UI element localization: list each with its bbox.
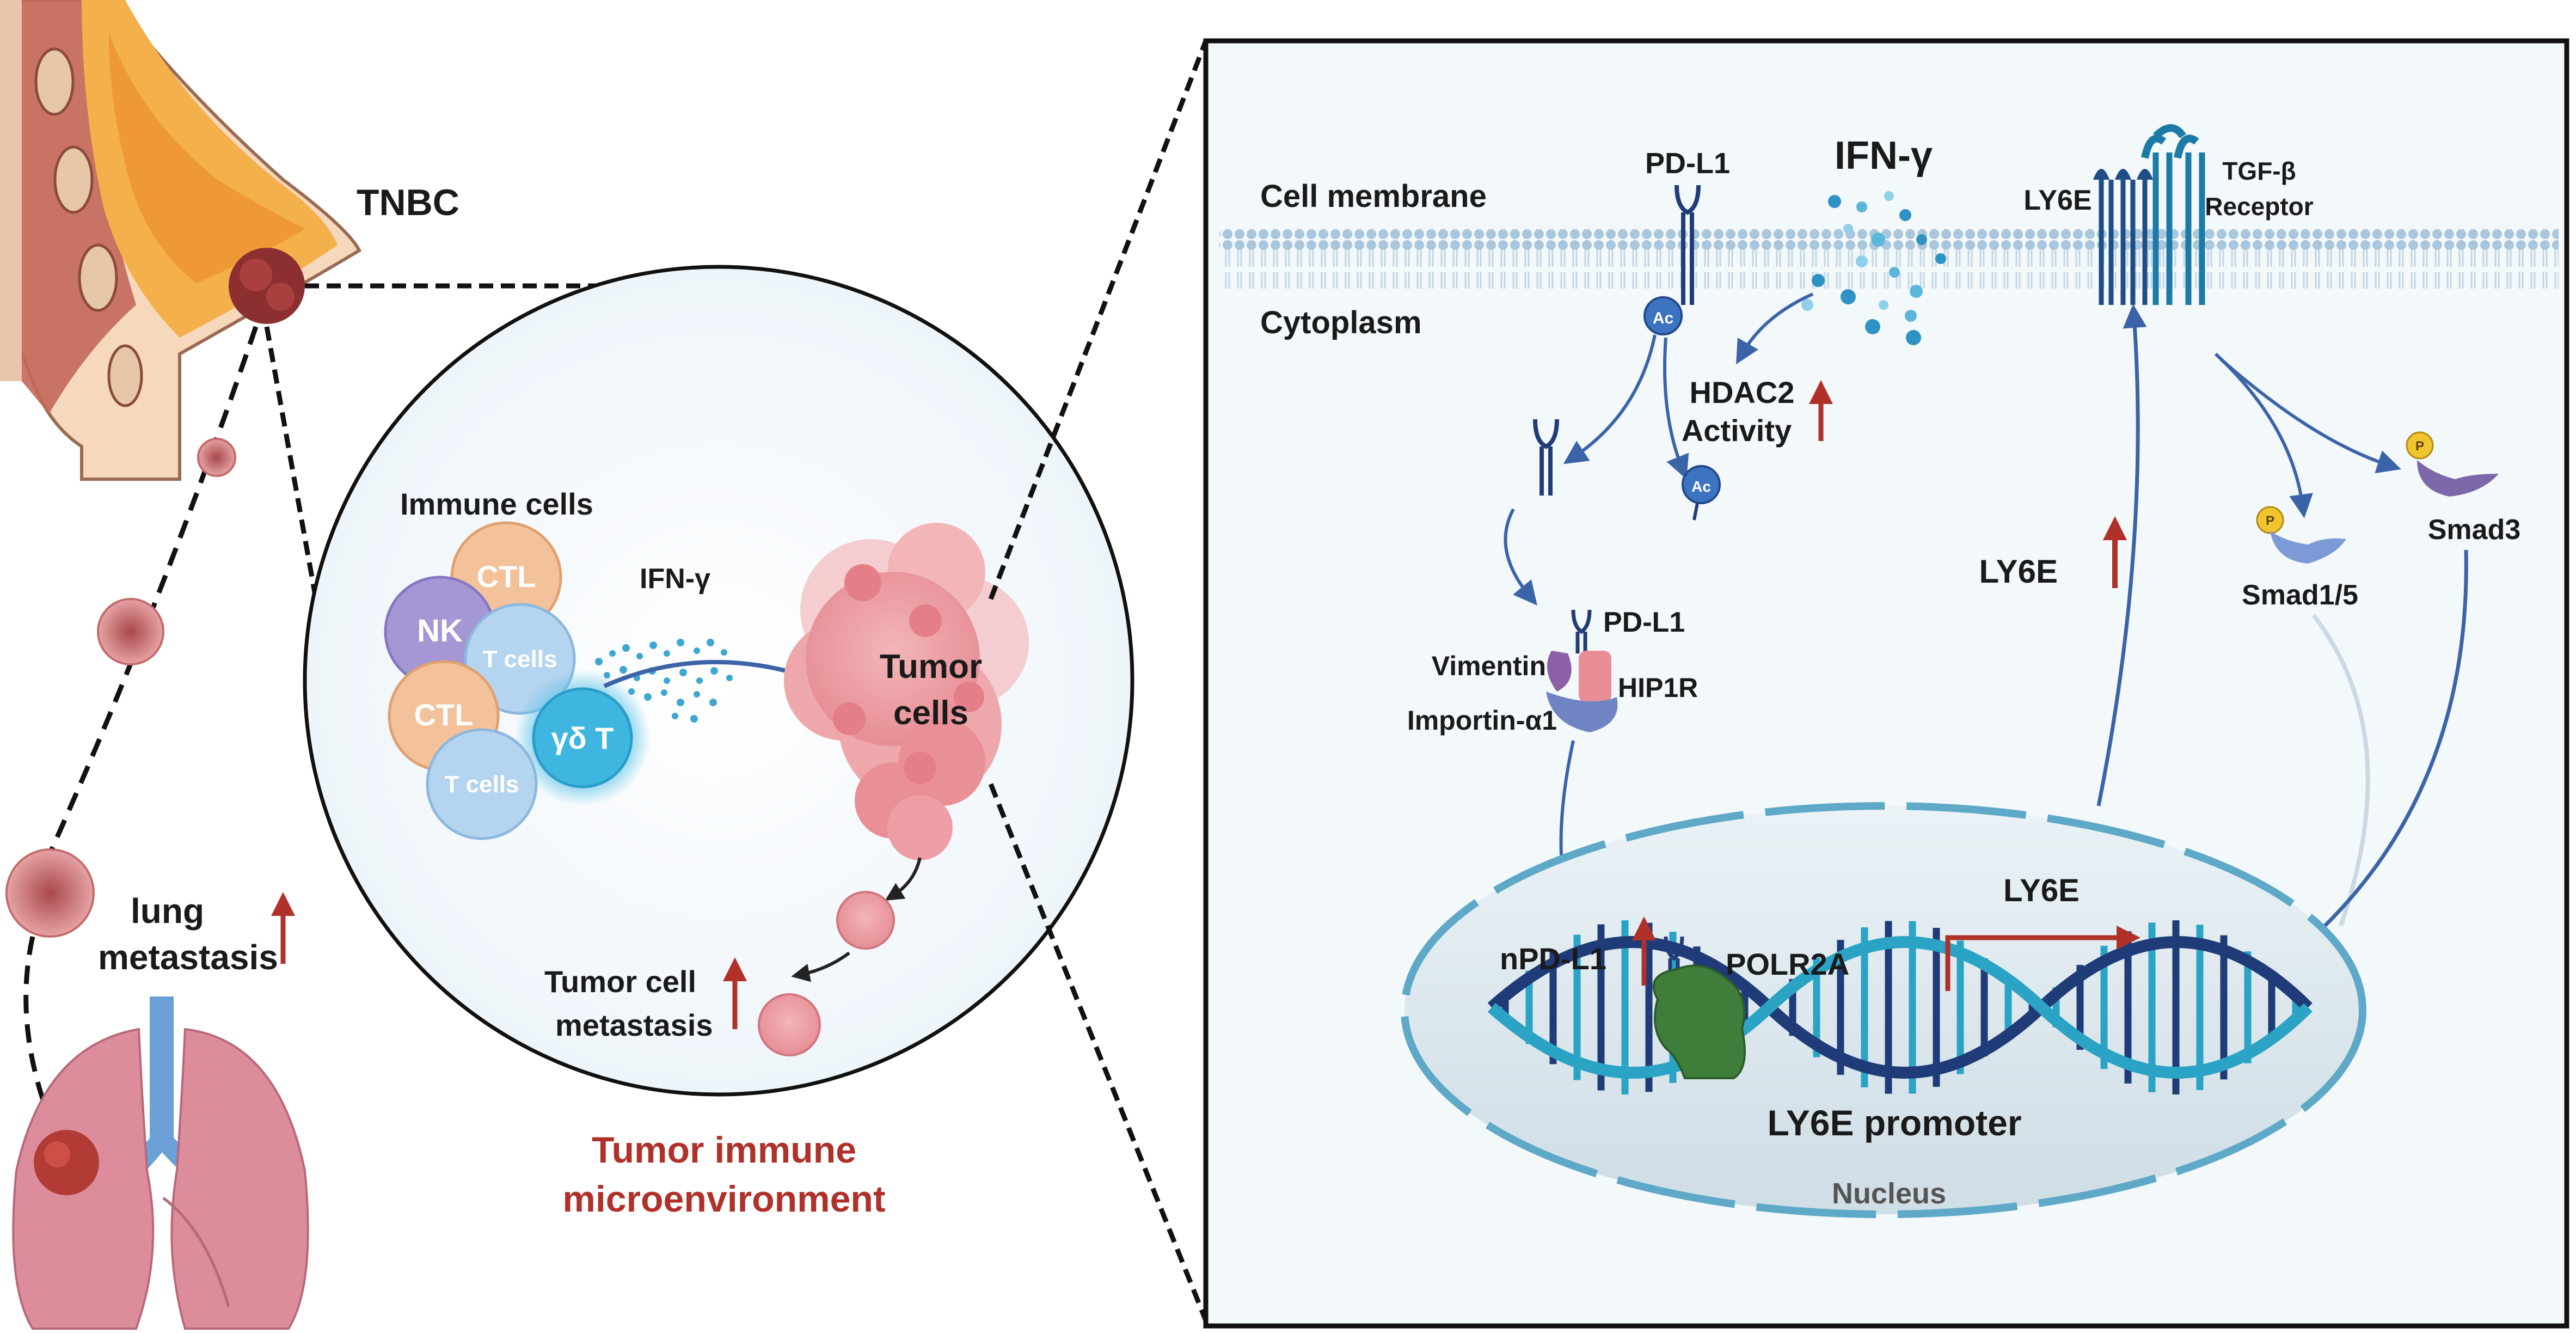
tcells-label-lower: T cells [445,771,519,798]
gdt-cell [532,687,633,788]
ly6e-tgfb-receptor-icon [2093,124,2205,305]
activity-label: Activity [1682,413,1792,448]
cell-membrane-label: Cell membrane [1260,179,1487,214]
ifn-top-label: IFN-γ [1835,134,1933,178]
vimentin-shape [1547,651,1572,692]
ly6e-to-membrane-arrow [2096,304,2147,806]
smad3-label: Smad3 [2428,514,2521,546]
caption-line-1: Tumor immune [592,1129,856,1171]
pdl1-release-arrow [1563,334,1657,464]
importin-label: Importin-α1 [1407,705,1557,736]
ctl-label: CTL [477,559,536,594]
hdac2-label: HDAC2 [1690,375,1795,409]
cells-label: cells [893,694,968,732]
cell-membrane [1219,229,2559,289]
metastasis-path-upper [49,326,259,851]
p-label-1: P [2266,513,2274,528]
migrating-tumor-cell [836,891,895,950]
ly6e-top-label: LY6E [2023,185,2092,216]
tnbc-label: TNBC [357,182,459,223]
ctl-label-lower: CTL [414,698,474,732]
ifn-gamma-label: IFN-γ [640,563,710,595]
polr2a-shape [1652,964,1746,1079]
lungs-illustration [12,996,309,1330]
pdl1-mid-label: PD-L1 [1603,607,1685,638]
tumor-label: Tumor [880,648,982,686]
importin-shape [1546,692,1618,732]
tumor-cell-metastasis-label-1: Tumor cell [544,964,696,999]
pdl1-top-label: PD-L1 [1645,147,1730,180]
vimentin-label: Vimentin [1432,651,1546,681]
phospho-icon [2256,506,2284,534]
zoom-line-panel-bottom [988,783,1209,1322]
lung-label: lung [131,891,204,931]
pdl1-free-icon [1533,419,1559,496]
circulating-tumor-cells [5,438,236,938]
npdl1-label: nPD-L1 [1500,941,1606,976]
smad3-shape [2417,460,2499,497]
ifn-particles [1801,191,1946,345]
tcells-label-upper: T cells [483,646,557,672]
breast-illustration [0,0,361,481]
ifn-arrow [603,659,823,688]
tumor-release-arrow [885,857,922,901]
caption-line-2: microenvironment [562,1178,885,1220]
ac-badge-icon [1682,465,1721,504]
hip1r-shape [1579,651,1611,702]
immune-cell-cluster: CTL NK T cells CTL γδ T T cells [384,521,651,840]
ac-badge-icon [1643,296,1683,335]
metastasis-label: metastasis [98,938,278,977]
metastatic-tumor-cell [758,993,821,1056]
smad-path-faint [2311,614,2370,927]
pdl1-complex-icon [1571,609,1592,653]
immune-cells-label: Immune cells [400,487,593,521]
ly6e-gene-label: LY6E [2003,873,2080,908]
tgf-beta-label: TGF-β [2222,157,2296,185]
to-smad3-arrow [2220,358,2401,474]
nuclear-envelope [1401,802,2366,1218]
phospho-icon [2406,431,2434,460]
smad15-shape [2270,531,2346,564]
tumor-cell-metastasis-label-2: metastasis [555,1008,713,1042]
lung-metastasis-label: lung metastasis [98,891,295,977]
ifn-dots [595,639,733,723]
nk-label: NK [417,613,463,649]
receptor-label: Receptor [2205,192,2313,221]
t-cell-lower [426,728,538,840]
ac-label-2: Ac [1691,478,1711,495]
nucleus-label: Nucleus [1832,1177,1946,1210]
ac-label-1: Ac [1653,309,1673,327]
smad15-label: Smad1/5 [2242,579,2358,611]
polr2a-label: POLR2A [1726,947,1849,981]
primary-tumor [229,248,305,324]
ly6e-mid-label: LY6E [1979,553,2058,590]
p-label-2: P [2415,439,2424,454]
tumor-migrate-arrow [791,951,850,982]
transcription-arrow [1945,926,2140,991]
pdl1-receptor-icon [1675,185,1701,305]
ifn-to-hdac2-arrow [1736,292,1814,365]
hip1r-label: HIP1R [1618,672,1698,703]
ac-tail [1692,503,1699,521]
smad-to-nucleus-arrow [2304,549,2468,945]
ly6e-promoter-label: LY6E promoter [1767,1103,2021,1143]
dna-helix [1487,920,2313,1094]
gdt-label: γδ T [551,721,614,755]
pdl1-to-complex-arrow [1504,508,1537,606]
tumor-microenvironment-circle [303,265,1134,1097]
zoom-line-panel-top [988,40,1209,600]
nucleus [1404,806,2363,1214]
cytoplasm-label: Cytoplasm [1260,305,1422,340]
ac-release-arrow [1663,337,1689,480]
tumor-cell-mass [784,523,1029,860]
